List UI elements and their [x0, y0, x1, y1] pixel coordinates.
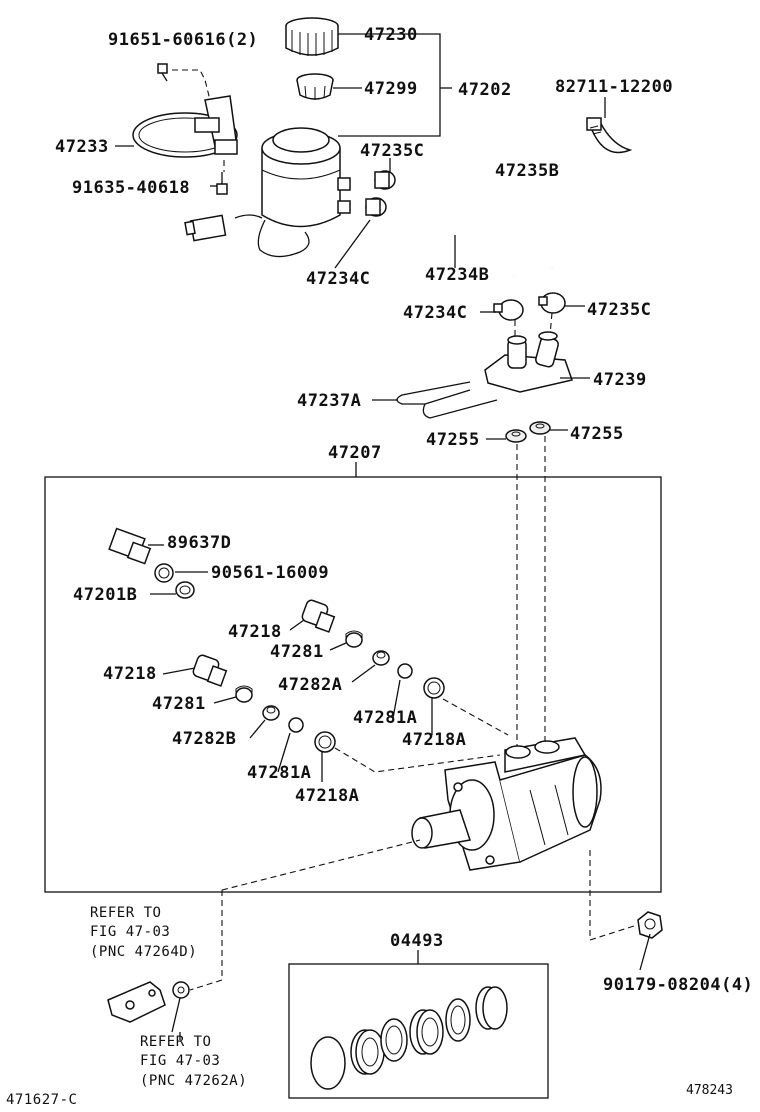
label-47207: 47207	[328, 443, 382, 463]
kit-seal-6-icon	[475, 986, 508, 1030]
kit-seal-4-icon	[409, 1009, 444, 1055]
reservoir-band-bracket-icon	[132, 95, 238, 158]
label-47218-lower: 47218	[103, 664, 157, 684]
label-90179-08204: 90179-08204(4)	[603, 975, 753, 995]
reservoir-tank-icon	[261, 127, 351, 228]
label-47281-lower: 47281	[152, 694, 206, 714]
cup-47281A-lower-icon	[288, 717, 304, 733]
cup-47282A-icon	[372, 650, 390, 666]
o-ring-47201B-icon	[175, 581, 195, 599]
cup-47281-upper-icon	[345, 630, 363, 648]
hose-clip-icon	[586, 117, 633, 154]
label-47281-upper: 47281	[270, 642, 324, 662]
label-47234B: 47234B	[425, 265, 489, 285]
label-47235B: 47235B	[495, 161, 559, 181]
cup-47282B-icon	[262, 705, 280, 721]
label-91651-60616: 91651-60616(2)	[108, 30, 258, 50]
label-47299: 47299	[364, 79, 418, 99]
label-47255-left: 47255	[426, 430, 480, 450]
sensor-ring-icon	[154, 563, 174, 583]
label-47218A-upper: 47218A	[402, 730, 466, 750]
label-47282A: 47282A	[278, 675, 342, 695]
label-82711-12200: 82711-12200	[555, 77, 673, 97]
reservoir-cap-icon	[285, 17, 339, 56]
label-04493: 04493	[390, 931, 444, 951]
label-91635-40618: 91635-40618	[72, 178, 190, 198]
wire-connector-icon	[184, 214, 227, 242]
label-47235C-top: 47235C	[360, 141, 424, 161]
figure-code-right: 478243	[686, 1083, 733, 1098]
push-rod-clevis-icon	[107, 981, 166, 1023]
ring-47218A-lower-icon	[314, 731, 336, 753]
label-47239: 47239	[593, 370, 647, 390]
refer-note-2-line-3: (PNC 47262A)	[140, 1073, 247, 1089]
retaining-pin-icon	[396, 381, 498, 419]
flange-nut-icon	[637, 911, 663, 939]
label-90561-16009: 90561-16009	[211, 563, 329, 583]
bolt-bottom-icon	[216, 172, 228, 195]
grommet-left-icon	[505, 429, 527, 443]
hose-clamp-lower-icon	[365, 197, 387, 217]
hose-clamp-47235C-lower-icon	[538, 292, 566, 314]
label-47235C-lower: 47235C	[587, 300, 651, 320]
refer-note-2-line-2: FIG 47-03	[140, 1053, 220, 1069]
reservoir-strainer-icon	[296, 73, 334, 100]
label-47230: 47230	[364, 25, 418, 45]
label-47234C-lower: 47234C	[403, 303, 467, 323]
label-47237A: 47237A	[297, 391, 361, 411]
refer-note-1-line-2: FIG 47-03	[90, 924, 170, 940]
hose-clamp-upper-icon	[374, 170, 396, 190]
kit-seal-5-icon	[445, 998, 471, 1042]
label-47281A-lower: 47281A	[247, 763, 311, 783]
sensor-wire	[257, 219, 310, 258]
pressure-sensor-icon	[108, 527, 152, 565]
figure-code-left: 471627-C	[6, 1092, 77, 1108]
label-47234C-upper: 47234C	[306, 269, 370, 289]
label-47281A-upper: 47281A	[353, 708, 417, 728]
hose-47235B	[408, 173, 563, 269]
label-47218A-lower: 47218A	[295, 786, 359, 806]
kit-seal-1-icon	[310, 1036, 346, 1090]
master-cylinder-assembly-box	[44, 476, 662, 893]
label-47282B: 47282B	[172, 729, 236, 749]
label-47218-upper: 47218	[228, 622, 282, 642]
master-cylinder-body-icon	[411, 737, 602, 871]
label-89637D: 89637D	[167, 533, 231, 553]
hose-clamp-47234C-lower-icon	[493, 299, 524, 321]
label-47233: 47233	[55, 137, 109, 157]
kit-seal-2-icon	[350, 1029, 385, 1075]
refer-note-1-line-1: REFER TO	[90, 905, 161, 921]
clevis-pin-icon	[172, 981, 190, 999]
plug-47218-lower-icon	[192, 654, 228, 687]
cup-47281A-upper-icon	[397, 663, 413, 679]
label-47201B: 47201B	[73, 585, 137, 605]
grommet-right-icon	[529, 421, 551, 435]
reservoir-union-icon	[484, 331, 573, 393]
ring-47218A-upper-icon	[423, 677, 445, 699]
bolt-top-icon	[157, 63, 168, 82]
label-47255-right: 47255	[570, 424, 624, 444]
cup-47281-lower-icon	[235, 685, 253, 703]
refer-note-1-line-3: (PNC 47264D)	[90, 944, 197, 960]
refer-note-2-line-1: REFER TO	[140, 1034, 211, 1050]
kit-seal-3-icon	[380, 1018, 408, 1062]
plug-47218-upper-icon	[301, 599, 336, 633]
label-47202: 47202	[458, 80, 512, 100]
